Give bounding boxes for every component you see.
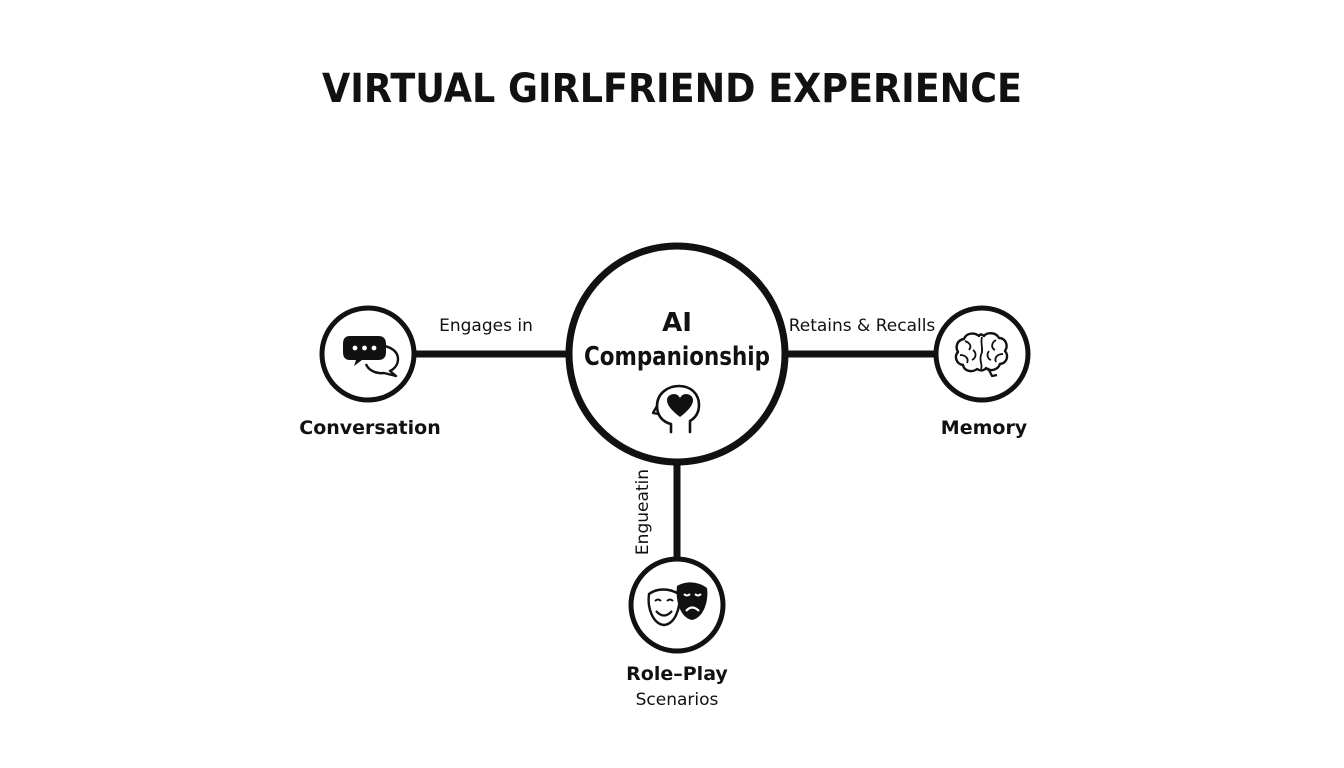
memory-label: Memory <box>941 417 1028 439</box>
brain-icon <box>954 332 1009 378</box>
center-title-line1: AI <box>662 308 692 338</box>
edge-label-conversation: Engages in <box>439 316 533 336</box>
conversation-label: Conversation <box>299 417 440 439</box>
connectors <box>416 350 934 558</box>
center-circle <box>565 242 789 466</box>
theater-masks-icon <box>647 582 708 627</box>
roleplay-sublabel: Scenarios <box>636 690 719 710</box>
diagram-title: VIRTUAL GIRLFRIEND EXPERIENCE <box>322 66 1022 112</box>
head-heart-icon <box>651 384 701 434</box>
memory-node: Memory <box>933 305 1031 439</box>
roleplay-label: Role–Play <box>626 663 728 685</box>
center-node: AI Companionship <box>565 242 789 466</box>
roleplay-node: Role–Play Scenarios <box>626 556 728 710</box>
chat-bubbles-icon <box>343 336 400 378</box>
center-title-line2: Companionship <box>584 342 770 372</box>
edge-label-roleplay: Engueatin <box>633 469 653 555</box>
conversation-node: Conversation <box>299 305 441 439</box>
edge-label-memory: Retains & Recalls <box>789 316 936 336</box>
